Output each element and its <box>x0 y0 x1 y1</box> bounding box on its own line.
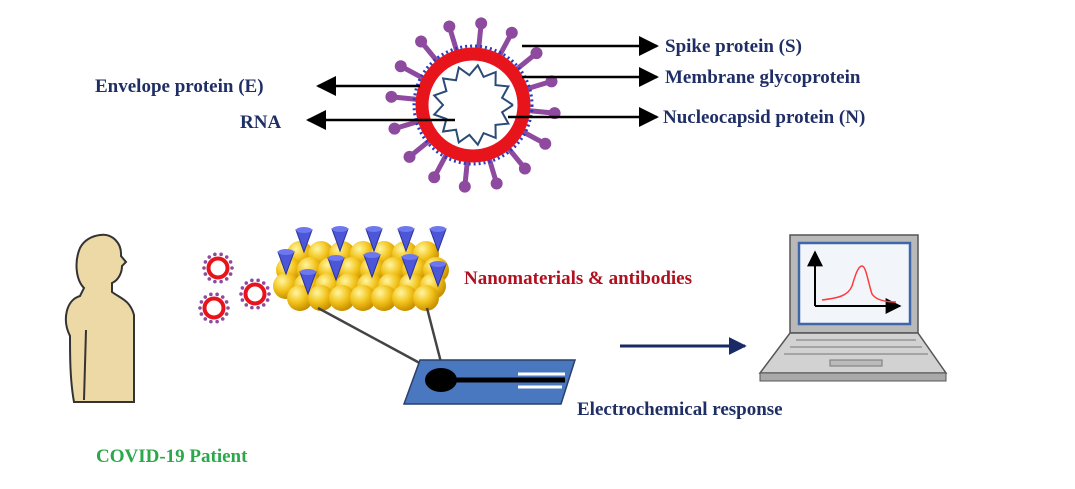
spike-head <box>505 26 518 39</box>
gold-nanoparticle <box>308 285 334 311</box>
label-covid-patient: COVID-19 Patient <box>96 446 248 467</box>
spike-stalk <box>525 80 549 92</box>
antibody-icon <box>277 226 447 296</box>
label-envelope-protein: Envelope protein (E) <box>95 76 264 97</box>
gold-nanoparticle <box>287 285 313 311</box>
label-nucleocapsid-protein: Nucleocapsid protein (N) <box>663 107 865 128</box>
virus-particles <box>198 252 271 324</box>
gold-nanoparticle <box>392 285 418 311</box>
spike-head <box>394 60 407 73</box>
spike-stalk <box>476 27 484 50</box>
envelope-dots <box>412 44 534 166</box>
antibody <box>299 269 317 296</box>
label-spike-protein: Spike protein (S) <box>665 36 802 57</box>
gold-nanoparticle <box>413 285 439 311</box>
laptop-icon <box>758 234 948 382</box>
small-virus-icon <box>202 252 234 284</box>
spike-stalk <box>514 53 535 72</box>
antibody <box>331 226 349 253</box>
rna-strand <box>432 63 514 147</box>
spike-head <box>403 150 416 163</box>
gold-nanoparticle <box>350 285 376 311</box>
label-rna: RNA <box>240 112 281 133</box>
spike-stalk <box>403 65 425 81</box>
spike-head <box>545 75 558 88</box>
small-virus-icon <box>239 278 271 310</box>
spike-stalk <box>421 43 440 64</box>
spike-head <box>428 171 441 184</box>
gold-nanoparticle <box>329 285 355 311</box>
spike-head <box>415 35 428 48</box>
envelope-ring <box>415 47 531 163</box>
antibody <box>429 226 447 253</box>
spike-head <box>539 137 552 150</box>
spike-head <box>530 47 543 60</box>
spike-stalk <box>462 160 470 183</box>
virus-icon <box>385 17 561 193</box>
gold-nanoparticle-icon <box>273 241 449 311</box>
patient-silhouette-icon <box>64 233 135 403</box>
antibody <box>277 249 295 276</box>
electrode-strip-icon <box>402 359 577 405</box>
label-electrochemical-response: Electrochemical response <box>577 399 783 420</box>
label-membrane-glycoprotein: Membrane glycoprotein <box>665 67 861 88</box>
signal-curve <box>821 265 897 303</box>
gold-nanoparticle <box>371 285 397 311</box>
antibody <box>397 226 415 253</box>
spike-stalk <box>506 146 525 167</box>
antibody <box>363 252 381 279</box>
spike-stalk <box>397 118 421 130</box>
spike-head <box>490 177 503 190</box>
small-virus-icon <box>198 292 230 324</box>
spike-head <box>518 162 531 175</box>
spike-head <box>458 180 471 193</box>
spike-stalk <box>521 129 543 145</box>
antibody <box>429 261 447 288</box>
antibody <box>295 227 313 254</box>
antibody <box>327 255 345 282</box>
label-nanomaterials-antibodies: Nanomaterials & antibodies <box>464 268 692 289</box>
antibody <box>401 254 419 281</box>
spike-stalk <box>411 138 432 157</box>
spike-head <box>475 17 488 30</box>
antibody <box>365 226 383 253</box>
spike-head <box>385 90 398 103</box>
spike-head <box>443 20 456 33</box>
spike-head <box>388 122 401 135</box>
